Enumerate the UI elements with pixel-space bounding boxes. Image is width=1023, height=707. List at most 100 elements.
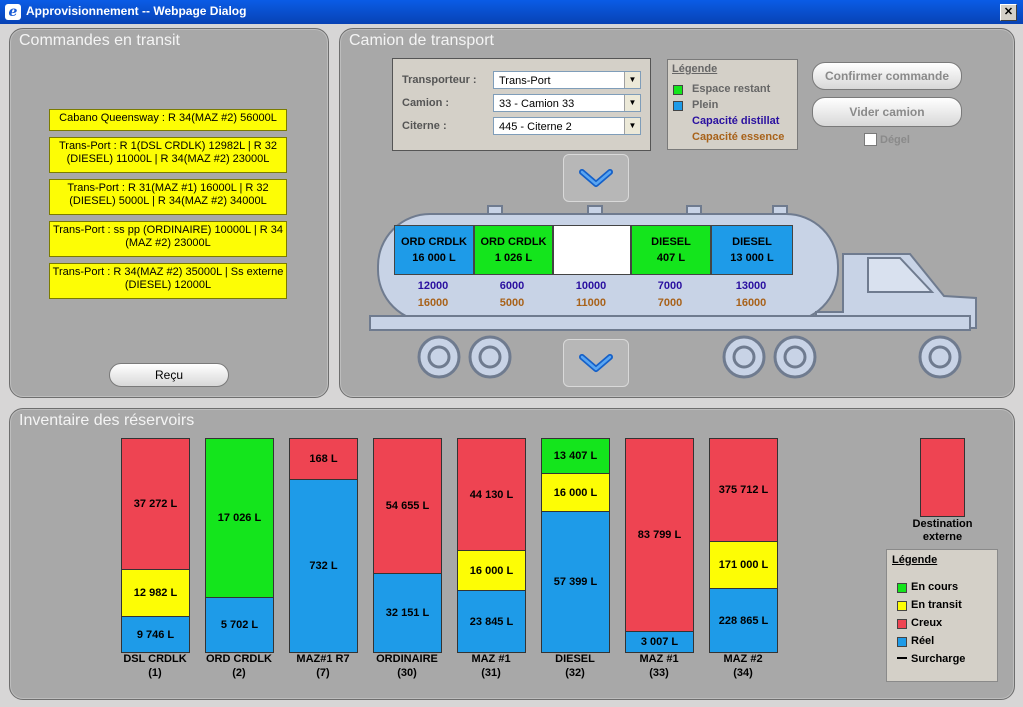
tank-segment: 54 655 L [374, 439, 441, 573]
tank-name: DIESEL [555, 653, 595, 665]
truck-legend: Légende Espace restant Plein Capacité di… [667, 59, 798, 150]
tank-segment: 16 000 L [542, 473, 609, 511]
tank-label: Citerne : [402, 120, 447, 132]
tank-id: (33) [649, 667, 669, 679]
actual-swatch [897, 637, 907, 647]
tank-name: MAZ #2 [723, 653, 763, 665]
chevron-down-icon[interactable]: ▼ [624, 72, 640, 88]
inventory-legend-title: Légende [892, 554, 938, 566]
inventory-legend-item: En transit [911, 599, 962, 611]
confirm-order-button[interactable]: Confirmer commande [812, 62, 962, 90]
tank-id: (34) [733, 667, 753, 679]
tank-segment: 16 000 L [458, 550, 525, 590]
empty-truck-button[interactable]: Vider camion [812, 97, 962, 127]
received-button[interactable]: Reçu [109, 363, 229, 387]
thaw-label: Dégel [880, 134, 910, 146]
tank-name: ORDINAIRE [376, 653, 438, 665]
truck-select[interactable]: 33 - Camion 33 ▼ [493, 94, 641, 112]
truck-compartment[interactable]: ORD CRDLK 16 000 L [394, 225, 474, 275]
tank-id: (32) [565, 667, 585, 679]
external-destination-box[interactable] [920, 438, 965, 517]
in-progress-swatch [897, 583, 907, 593]
inventory-legend-item: Creux [911, 617, 943, 629]
close-icon[interactable]: ✕ [1000, 4, 1017, 21]
truck-label: Camion : [402, 97, 450, 109]
chevron-down-icon[interactable]: ▼ [624, 118, 640, 134]
tank-id: (30) [397, 667, 417, 679]
tank-label: ORDINAIRE (30) [367, 652, 447, 680]
tank-id: (7) [316, 667, 330, 679]
inventory-legend: Légende En cours En transit Creux Réel S… [886, 549, 998, 682]
compartment-amount: 16 000 L [412, 252, 456, 264]
tank-segment: 171 000 L [710, 541, 777, 588]
external-destination-label: Destination externe [912, 518, 973, 543]
tank-segment: 13 407 L [542, 439, 609, 473]
distillate-capacity: 6000 [499, 280, 525, 292]
thaw-checkbox[interactable] [864, 133, 877, 146]
compartment-amount: 1 026 L [494, 252, 533, 264]
inventory-legend-item: Réel [911, 635, 935, 647]
tank-segment: 732 L [290, 479, 357, 652]
tank-segment: 375 712 L [710, 439, 777, 541]
tank-label: MAZ#1 R7 (7) [283, 652, 363, 680]
unload-down-button[interactable] [563, 339, 629, 387]
distillate-capacity: 7000 [657, 280, 683, 292]
distillate-capacity: 10000 [575, 280, 607, 292]
tank-label: MAZ #1(33) [619, 652, 699, 680]
tank-segment: 44 130 L [458, 439, 525, 550]
truck-panel-title: Camion de transport [349, 32, 494, 49]
transit-order-item[interactable]: Trans-Port : R 31(MAZ #1) 16000L | R 32 … [49, 179, 287, 215]
compartment-product: DIESEL [651, 236, 691, 248]
transit-panel-title: Commandes en transit [19, 32, 180, 49]
tank-label: DSL CRDLK(1) [115, 652, 195, 680]
tank-id: (1) [148, 667, 162, 679]
overload-line-swatch [897, 657, 907, 659]
gasoline-capacity: 16000 [735, 297, 767, 309]
tank-segment: 17 026 L [206, 439, 273, 597]
hollow-swatch [897, 619, 907, 629]
transit-order-item[interactable]: Trans-Port : ss pp (ORDINAIRE) 10000L | … [49, 221, 287, 257]
tank-name: MAZ #1 [471, 653, 511, 665]
truck-legend-item: Espace restant [692, 83, 771, 95]
truck-compartment[interactable]: DIESEL 13 000 L [711, 225, 793, 275]
distillate-capacity: 13000 [735, 280, 767, 292]
tank-segment: 83 799 L [626, 439, 693, 631]
compartment-product: DIESEL [732, 236, 772, 248]
tank-name: MAZ#1 R7 [296, 653, 350, 665]
transit-order-item[interactable]: Trans-Port : R 34(MAZ #2) 35000L | Ss ex… [49, 263, 287, 299]
distillate-capacity: 12000 [417, 280, 449, 292]
window-title: Approvisionnement -- Webpage Dialog [26, 4, 247, 18]
truck-compartment[interactable]: DIESEL 407 L [631, 225, 711, 275]
gasoline-capacity: 5000 [499, 297, 525, 309]
truck-legend-item: Capacité essence [692, 131, 785, 143]
compartment-product: ORD CRDLK [480, 236, 547, 248]
window-titlebar: e Approvisionnement -- Webpage Dialog ✕ [0, 0, 1023, 24]
truck-compartment[interactable] [553, 225, 631, 275]
tank-label: ORD CRDLK(2) [199, 652, 279, 680]
tank-segment: 3 007 L [626, 631, 693, 652]
tank-label: DIESEL (32) [535, 652, 615, 680]
transit-order-item[interactable]: Cabano Queensway : R 34(MAZ #2) 56000L [49, 109, 287, 131]
carrier-select[interactable]: Trans-Port ▼ [493, 71, 641, 89]
compartment-amount: 13 000 L [730, 252, 774, 264]
chevron-down-icon[interactable]: ▼ [624, 95, 640, 111]
transit-order-item[interactable]: Trans-Port : R 1(DSL CRDLK) 12982L | R 3… [49, 137, 287, 173]
inventory-panel-title: Inventaire des réservoirs [19, 412, 195, 429]
tank-label: MAZ #2 (34) [703, 652, 783, 680]
tank-segment: 228 865 L [710, 588, 777, 652]
truck-selection-form: Transporteur : Trans-Port ▼ Camion : 33 … [392, 58, 651, 151]
carrier-label: Transporteur : [402, 74, 477, 86]
truck-compartment[interactable]: ORD CRDLK 1 026 L [474, 225, 553, 275]
tank-segment: 12 982 L [122, 569, 189, 616]
tank-select[interactable]: 445 - Citerne 2 ▼ [493, 117, 641, 135]
load-down-button[interactable] [563, 154, 629, 202]
tank-segment: 57 399 L [542, 511, 609, 652]
